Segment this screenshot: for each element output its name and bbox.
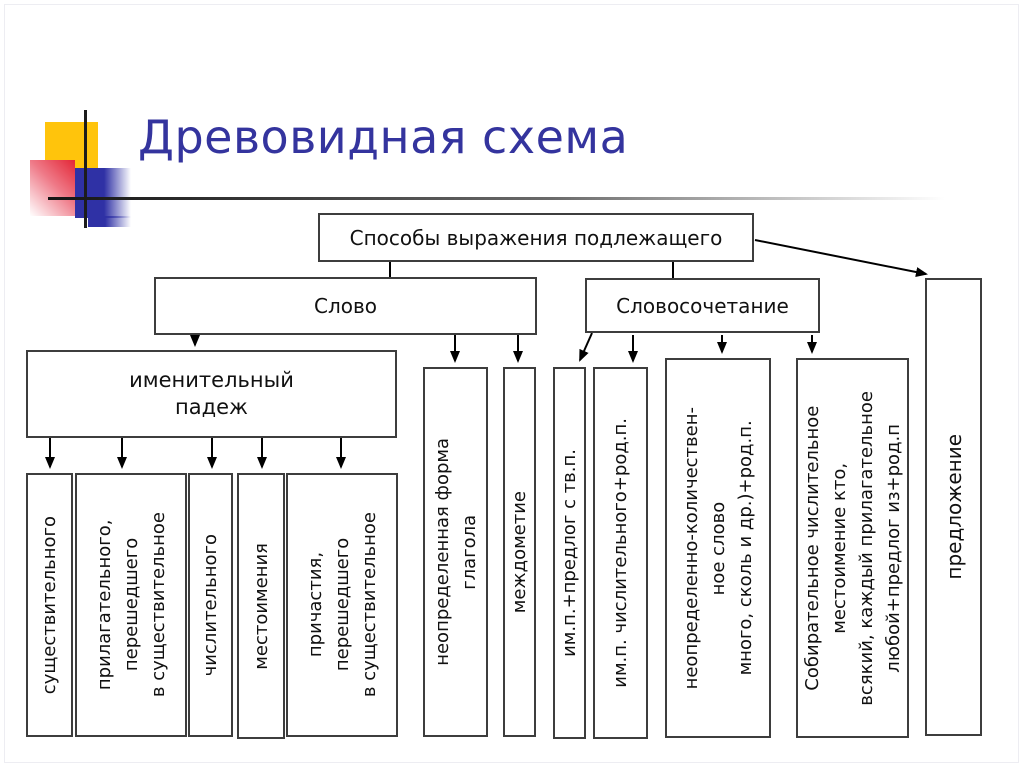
page-title: Древовидная схема [138,110,629,164]
logo-blue-small-square [88,216,131,227]
logo-vertical-line [84,110,87,228]
node-indef-quantitative: неопределенно-количествен- ное слово мно… [665,358,771,738]
node-adjective-as-noun: прилагательного, перешедшего в существит… [75,473,187,737]
node-word: Слово [154,277,537,335]
node-pronoun: местоимения [237,473,285,739]
node-numeral: числительного [188,473,233,737]
node-infinitive: неопределенная форма глагола [423,367,488,737]
node-nom-numeral-plus-gen: им.п. числительного+род.п. [593,367,648,739]
node-nominative-case: именительный падеж [26,350,397,438]
node-root: Способы выражения подлежащего [318,213,754,262]
node-noun: существительного [26,473,73,737]
node-participle-as-noun: причастия, перешедшего в существительное [286,473,398,737]
node-interjection: междометие [503,367,536,737]
title-underline [48,197,963,200]
node-phrase: Словосочетание [585,278,820,333]
node-sentence: предложение [925,278,982,736]
logo-red-square [30,160,75,216]
node-collective-numeral: Собирательное числительное местоимение к… [796,358,909,738]
node-nom-plus-prep-instr: им.п.+предлог с тв.п. [553,367,586,739]
